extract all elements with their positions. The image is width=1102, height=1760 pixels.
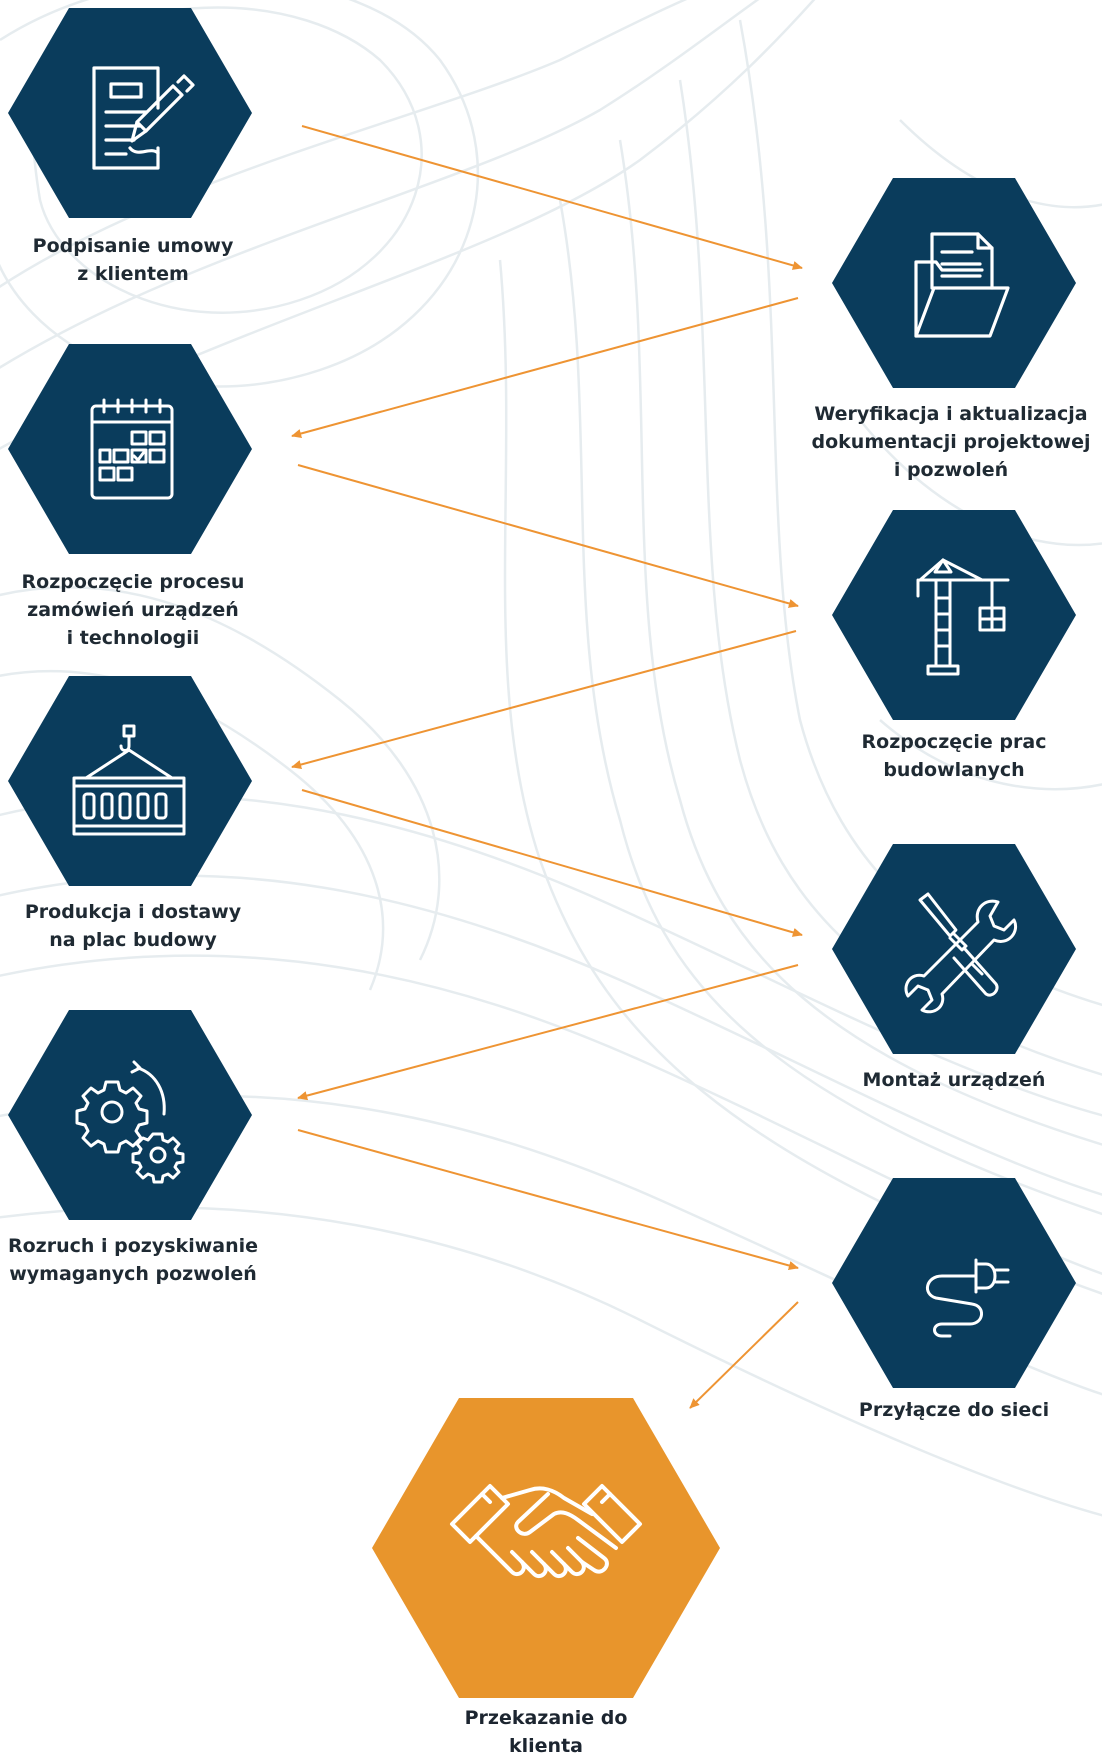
hexagon	[832, 510, 1076, 720]
arrow-3-to-4	[297, 464, 799, 608]
step-9-label: Przekazanie do klienta	[464, 1707, 628, 1757]
power-plug-icon	[926, 1258, 1010, 1338]
arrow-6-to-7	[297, 964, 799, 1101]
hexagon	[832, 178, 1076, 388]
step-production-delivery	[8, 676, 252, 886]
step-handover	[372, 1398, 720, 1698]
step-startup	[8, 1010, 252, 1220]
step-construction	[832, 510, 1076, 720]
screwdriver-wrench-icon	[904, 892, 1017, 1014]
step-grid-connection	[832, 1178, 1076, 1388]
document-folder-icon	[914, 232, 1010, 338]
hexagon	[8, 1010, 252, 1220]
hexagon	[832, 1178, 1076, 1388]
shipping-container-icon	[72, 724, 186, 836]
step-7-label: Rozruch i pozyskiwanie wymaganych pozwol…	[7, 1235, 259, 1285]
step-ordering	[8, 344, 252, 554]
hexagon-final	[372, 1398, 720, 1698]
contract-signing-icon	[92, 66, 195, 170]
hexagon	[8, 8, 252, 218]
step-documentation	[832, 178, 1076, 388]
arrow-2-to-3	[291, 297, 799, 439]
arrow-5-to-6	[301, 789, 803, 937]
step-8-label: Przyłącze do sieci	[858, 1399, 1050, 1421]
arrow-1-to-2	[301, 125, 803, 270]
calendar-icon	[90, 398, 174, 500]
arrow-7-to-8	[297, 1129, 799, 1270]
crane-icon	[916, 558, 1010, 676]
hexagon	[832, 844, 1076, 1054]
step-5-label: Produkcja i dostawy na plac budowy	[24, 901, 242, 951]
step-contract-signing	[8, 8, 252, 218]
gears-icon	[75, 1060, 185, 1184]
step-4-label: Rozpoczęcie prac budowlanych	[861, 731, 1047, 781]
arrow-8-to-9	[689, 1301, 799, 1409]
step-3-label: Rozpoczęcie procesu zamówień urządzeń i …	[21, 571, 245, 649]
hexagon	[8, 676, 252, 886]
arrow-4-to-5	[291, 630, 797, 770]
handshake-icon	[450, 1484, 642, 1579]
step-2-label: Weryfikacja i aktualizacja dokumentacji …	[811, 403, 1091, 481]
step-6-label: Montaż urządzeń	[862, 1069, 1046, 1091]
step-installation	[832, 844, 1076, 1054]
hexagon	[8, 344, 252, 554]
step-1-label: Podpisanie umowy z klientem	[32, 235, 234, 285]
